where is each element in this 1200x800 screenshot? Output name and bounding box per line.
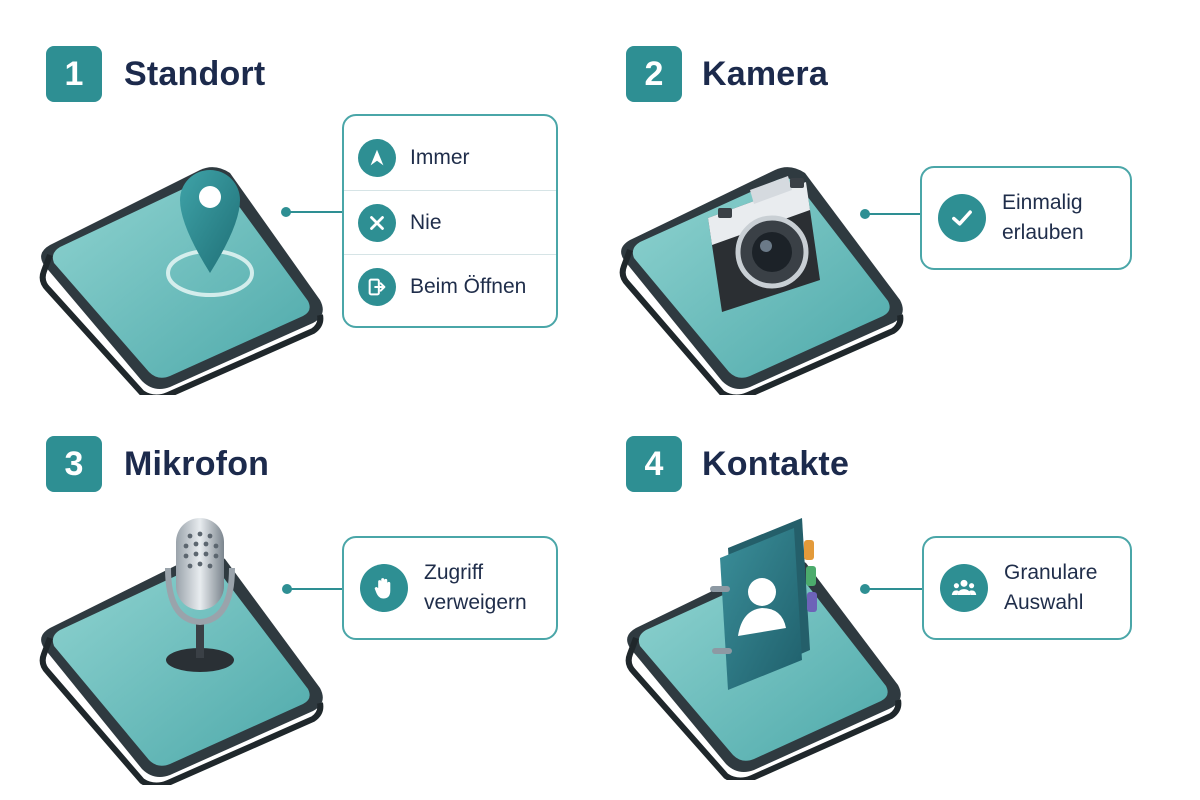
contacts-phone-illustration <box>625 518 902 780</box>
section-title-standort: Standort <box>124 55 266 93</box>
section-title-kamera: Kamera <box>702 55 828 93</box>
hand-stop-icon <box>360 564 408 612</box>
standort-options-card: Immer Nie Beim Öffnen <box>342 114 558 328</box>
connector-line <box>281 207 344 217</box>
option-label: Immer <box>410 146 470 169</box>
option-label-line1: Granulare <box>1004 561 1098 584</box>
section-mikrofon: 3 Mikrofon Zugriff <box>0 390 600 790</box>
option-label-line1: Einmalig <box>1002 191 1083 214</box>
section-standort: 1 Standort Immer Nie <box>0 0 600 400</box>
option-immer[interactable]: Immer <box>344 126 556 190</box>
option-beim-oeffnen[interactable]: Beim Öffnen <box>344 254 556 318</box>
step-badge-3: 3 <box>46 436 102 492</box>
option-label-line2: Auswahl <box>1004 591 1084 614</box>
camera-icon <box>708 176 820 312</box>
section-kontakte: 4 Kontakte <box>580 390 1180 790</box>
section-title-kontakte: Kontakte <box>702 445 850 483</box>
group-icon <box>940 564 988 612</box>
location-phone-illustration <box>39 167 324 395</box>
kontakte-option-card[interactable]: Granulare Auswahl <box>922 536 1132 640</box>
step-badge-2: 2 <box>626 46 682 102</box>
x-icon <box>358 203 396 242</box>
option-label: Beim Öffnen <box>410 274 527 298</box>
contact-book-icon <box>710 518 817 690</box>
navigation-arrow-icon <box>358 139 396 177</box>
kamera-option-card[interactable]: Einmalig erlauben <box>920 166 1132 270</box>
checkmark-icon <box>938 194 986 242</box>
option-label: Nie <box>410 210 442 234</box>
connector-line <box>282 584 345 594</box>
phone-icon <box>39 167 324 395</box>
connector-line <box>860 209 923 219</box>
location-pin-icon <box>180 170 240 273</box>
step-badge-4: 4 <box>626 436 682 492</box>
section-kamera: 2 Kamera Einmalig erlauben <box>580 0 1180 400</box>
mikrofon-option-card[interactable]: Zugriff verweigern <box>342 536 558 640</box>
option-nie[interactable]: Nie <box>344 190 556 254</box>
option-label-line2: erlauben <box>1002 221 1084 244</box>
connector-line <box>860 584 923 594</box>
open-app-icon <box>358 267 396 306</box>
option-label-line1: Zugriff <box>424 561 484 584</box>
microphone-phone-illustration <box>39 518 324 785</box>
option-label-line2: verweigern <box>424 591 527 614</box>
section-title-mikrofon: Mikrofon <box>124 445 270 483</box>
camera-phone-illustration <box>619 167 904 395</box>
step-badge-1: 1 <box>46 46 102 102</box>
microphone-icon <box>165 518 235 672</box>
